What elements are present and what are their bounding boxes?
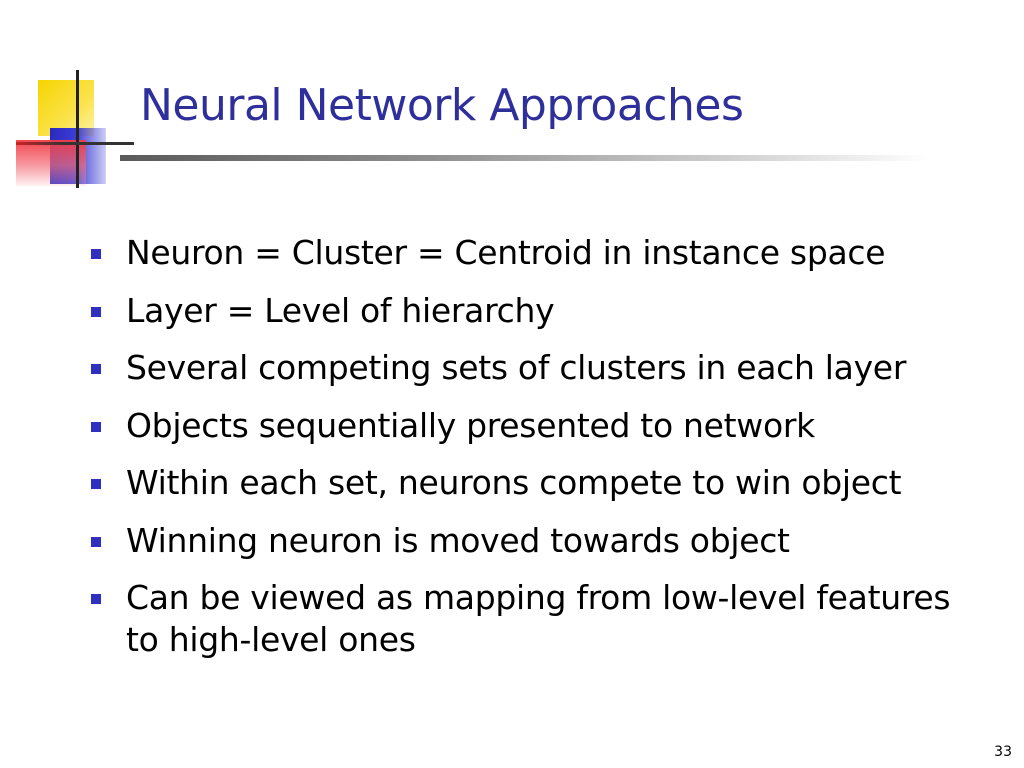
logo-yellow-square — [38, 80, 94, 136]
bullet-item: Neuron = Cluster = Centroid in instance … — [88, 232, 988, 274]
page-number: 33 — [994, 744, 1012, 760]
bullet-list: Neuron = Cluster = Centroid in instance … — [88, 232, 988, 677]
bullet-item: Several competing sets of clusters in ea… — [88, 347, 988, 389]
bullet-text: Winning neuron is moved towards object — [126, 520, 790, 560]
bullet-item: Objects sequentially presented to networ… — [88, 405, 988, 447]
slide-title: Neural Network Approaches — [140, 80, 744, 131]
decorative-squares-logo — [16, 70, 136, 190]
logo-horizontal-line — [16, 142, 134, 145]
bullet-text: Layer = Level of hierarchy — [126, 290, 555, 330]
square-bullet-icon — [91, 479, 101, 489]
square-bullet-icon — [91, 594, 101, 604]
bullet-item: Winning neuron is moved towards object — [88, 520, 988, 562]
square-bullet-icon — [91, 421, 101, 432]
square-bullet-icon — [91, 364, 101, 374]
bullet-text: Neuron = Cluster = Centroid in instance … — [126, 233, 886, 272]
title-underline — [120, 155, 930, 161]
bullet-item: Layer = Level of hierarchy — [88, 290, 988, 332]
square-bullet-icon — [91, 306, 101, 317]
bullet-item: Can be viewed as mapping from low-level … — [88, 577, 988, 661]
logo-vertical-line — [76, 70, 79, 188]
bullet-text: Within each set, neurons compete to win … — [126, 463, 902, 502]
bullet-text: Several competing sets of clusters in ea… — [126, 348, 907, 387]
bullet-text: Can be viewed as mapping from low-level … — [126, 578, 951, 659]
logo-red-square — [16, 140, 86, 186]
square-bullet-icon — [91, 249, 101, 259]
bullet-text: Objects sequentially presented to networ… — [126, 405, 815, 445]
bullet-item: Within each set, neurons compete to win … — [88, 462, 988, 504]
square-bullet-icon — [91, 536, 101, 547]
